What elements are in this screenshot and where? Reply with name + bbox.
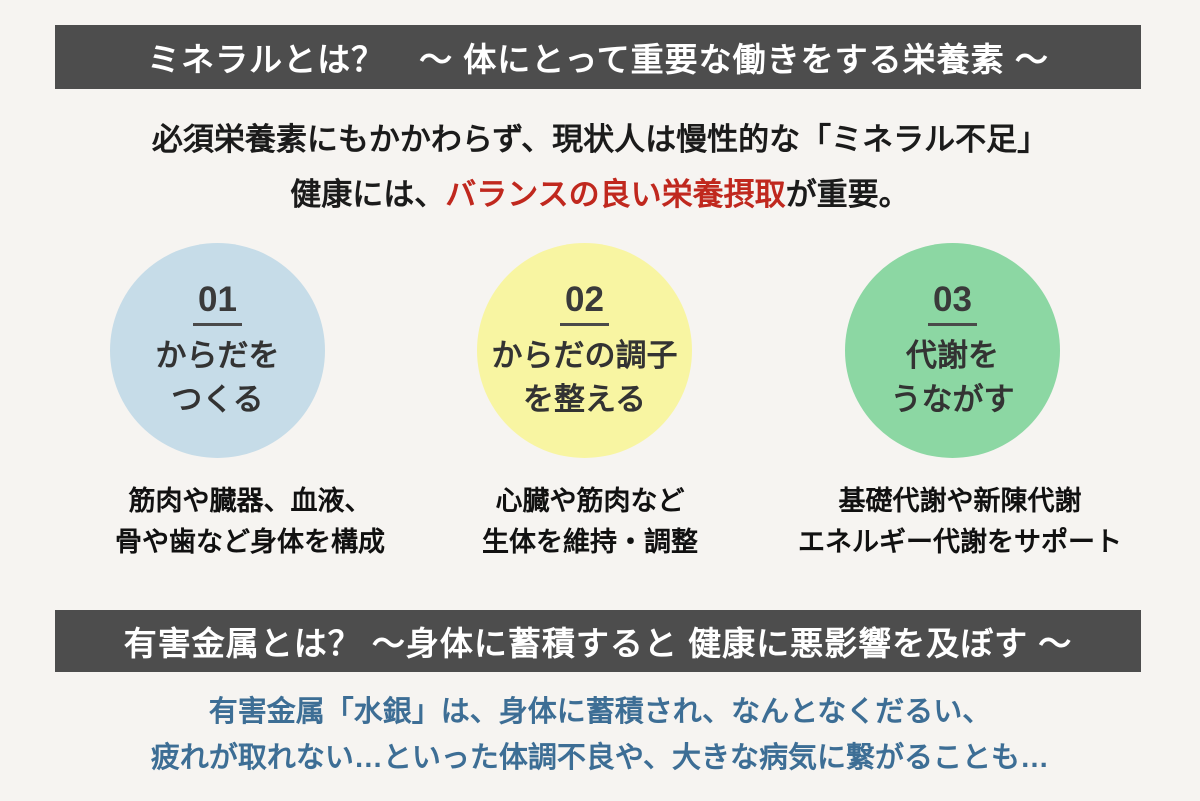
point-1-number: 01	[193, 280, 242, 326]
point-3-caption: 基礎代謝や新陳代謝 エネルギー代謝をサポート	[770, 481, 1150, 563]
point-2-caption: 心臓や筋肉など 生体を維持・調整	[400, 481, 780, 563]
point-1-caption-line-1: 筋肉や臓器、血液、	[128, 486, 372, 516]
intro-line-2: 健康には、バランスの良い栄養摂取が重要。	[0, 167, 1200, 222]
point-1-caption: 筋肉や臓器、血液、 骨や歯など身体を構成	[60, 481, 440, 563]
intro-line-2-suffix: が重要。	[785, 177, 910, 212]
point-1-title-line-1: からだを	[155, 337, 280, 373]
primary-section-title: ミネラルとは？ 〜 体にとって重要な働きをする栄養素 〜	[147, 41, 1049, 78]
intro-line-2-prefix: 健康には、	[290, 177, 446, 212]
point-3-title-line-2: うながす	[890, 381, 1015, 417]
point-1-title-line-2: つくる	[171, 381, 264, 417]
point-3-caption-line-1: 基礎代謝や新陳代謝	[838, 486, 1082, 516]
point-3-caption-line-2: エネルギー代謝をサポート	[798, 527, 1122, 557]
point-circle-3: 03 代謝を うながす	[845, 243, 1060, 458]
point-2-title-line-1: からだの調子	[491, 337, 678, 373]
intro-line-2-highlight: バランスの良い栄養摂取	[445, 177, 786, 212]
point-3-title-line-1: 代謝を	[906, 337, 999, 373]
point-2-caption-line-1: 心臓や筋肉など	[495, 486, 685, 516]
point-2-title-line-2: を整える	[522, 381, 647, 417]
point-circle-1: 01 からだを つくる	[110, 243, 325, 458]
point-1-caption-line-2: 骨や歯など身体を構成	[115, 527, 385, 557]
outro-line-1: 有害金属「水銀」は、身体に蓄積され、なんとなくだるい、	[208, 696, 992, 728]
outro-paragraph: 有害金属「水銀」は、身体に蓄積され、なんとなくだるい、 疲れが取れない…といった…	[0, 689, 1200, 781]
point-3-number: 03	[928, 280, 977, 326]
point-circle-2: 02 からだの調子 を整える	[477, 243, 692, 458]
point-2-number: 02	[560, 280, 609, 326]
point-2-caption-line-2: 生体を維持・調整	[482, 527, 698, 557]
outro-line-2: 疲れが取れない…といった体調不良や、大きな病気に繋がることも…	[150, 742, 1050, 774]
intro-line-1: 必須栄養素にもかかわらず、現状人は慢性的な「ミネラル不足」	[151, 122, 1049, 157]
secondary-section-header: 有害金属とは？ 〜身体に蓄積すると 健康に悪影響を及ぼす 〜	[55, 610, 1141, 672]
intro-paragraph: 必須栄養素にもかかわらず、現状人は慢性的な「ミネラル不足」 健康には、バランスの…	[0, 112, 1200, 222]
secondary-section-title: 有害金属とは？ 〜身体に蓄積すると 健康に悪影響を及ぼす 〜	[123, 625, 1073, 662]
primary-section-header: ミネラルとは？ 〜 体にとって重要な働きをする栄養素 〜	[55, 25, 1141, 89]
